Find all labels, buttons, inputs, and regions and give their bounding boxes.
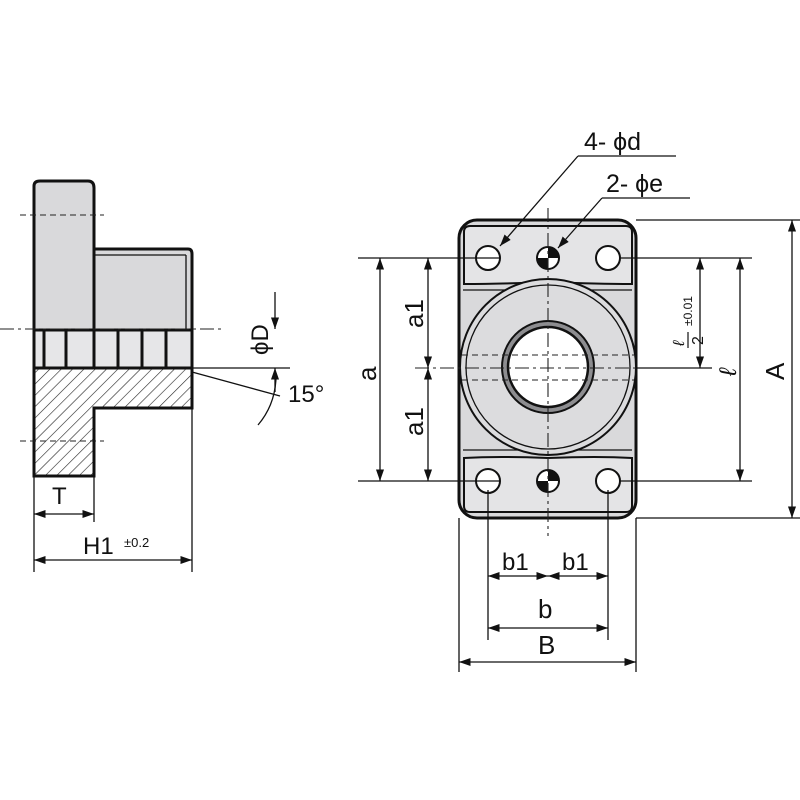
side-boss-outline [94, 247, 194, 330]
bolt-hole-top-right [595, 245, 621, 271]
b1-right-label: b1 [562, 549, 589, 576]
side-boss-upper [94, 249, 192, 330]
angle-arc [257, 377, 277, 426]
l-half-tolerance: ±0.01 [681, 296, 695, 326]
side-view: ϕD 15° T H1 ±0.2 [0, 179, 324, 572]
phiD-label: ϕD [247, 324, 274, 355]
side-flange-outline [32, 179, 96, 330]
B-label: B [538, 630, 555, 660]
hole-d-label: 4- ϕd [584, 128, 641, 156]
T-label: T [52, 483, 67, 510]
l-half-denominator: 2 [690, 336, 707, 345]
l-half-numerator: ℓ [671, 340, 688, 347]
front-view: 4- ϕd 2- ϕe a a1 a1 A ℓ ℓ 2 ±0.01 [352, 128, 800, 672]
A-label: A [760, 362, 790, 380]
a1-top-label: a1 [399, 299, 429, 328]
l-half-group: ℓ 2 ±0.01 [671, 296, 707, 348]
b1-left-label: b1 [502, 549, 529, 576]
l-label: ℓ [715, 367, 742, 377]
angle-line [191, 371, 281, 397]
side-thread-stripes [42, 330, 168, 368]
H1-label: H1 [83, 533, 114, 560]
a-label: a [352, 366, 382, 381]
leader-hole-d [499, 155, 579, 247]
leader-hole-e [557, 197, 603, 249]
side-thread-band [34, 330, 192, 368]
H1-tolerance: ±0.2 [124, 535, 149, 550]
b-label: b [538, 594, 552, 624]
angle-label: 15° [288, 381, 324, 408]
hole-e-label: 2- ϕe [606, 170, 663, 198]
a1-bottom-label: a1 [399, 407, 429, 436]
side-section-hatched [34, 368, 192, 476]
side-flange-upper [34, 181, 94, 330]
bolt-hole-bottom-right [595, 468, 621, 494]
